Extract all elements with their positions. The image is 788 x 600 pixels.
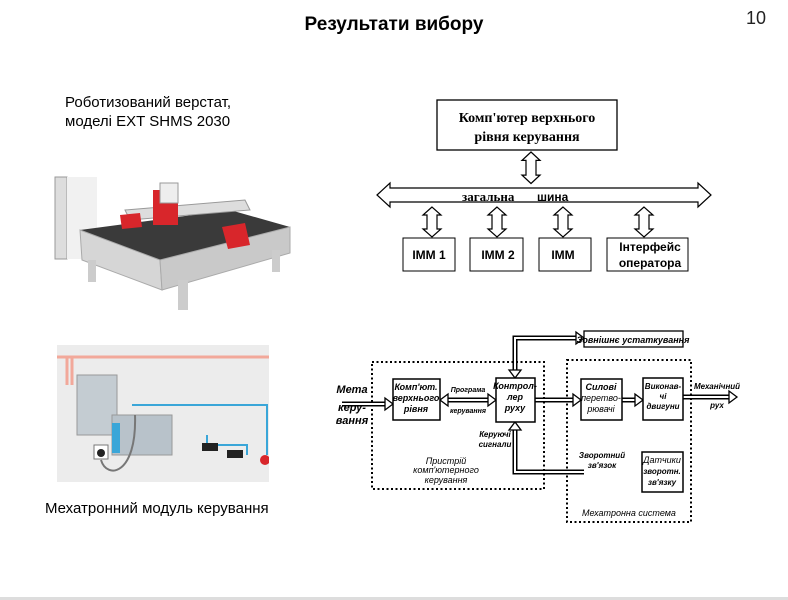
motion-controller-label: Контрол- [493, 381, 537, 391]
bus-label: загальна [462, 189, 515, 204]
actuator-motors-label: двигуни [646, 402, 679, 411]
feedback-sensors-label: Датчики [642, 455, 681, 465]
feedback-sensors-box [641, 451, 684, 493]
external-equipment-label: Зовнішнє устаткування [577, 335, 691, 345]
upper-level-computer-label: Комп'ют. [394, 382, 437, 392]
goal-label: Мета [336, 384, 367, 396]
power-converters-label: Силові [586, 382, 617, 392]
imm2-box [469, 237, 524, 272]
upper-computer-label: рівня керування [474, 130, 580, 145]
bus-label: шина [537, 190, 569, 204]
operator-interface-box [606, 237, 689, 272]
device-label: керування [425, 475, 468, 485]
upper-computer-box [436, 99, 618, 151]
machine-caption: Роботизований верстат, моделі EXT SHMS 2… [65, 93, 231, 131]
feedback-label: Зворотний [579, 451, 625, 460]
motion-controller-label: лер [506, 392, 523, 402]
device-label: Пристрій [426, 456, 466, 466]
upper-level-computer-box [392, 378, 441, 421]
imm2-label: IMM 2 [481, 248, 515, 262]
motion-controller-box [495, 377, 536, 423]
imm-box [538, 237, 592, 272]
machine-caption-line: моделі EXT SHMS 2030 [65, 113, 231, 130]
actuator-motors-box [642, 377, 684, 421]
external-equipment-box [583, 330, 684, 348]
mechatronic-system-frame [566, 359, 692, 523]
device-label: комп'ютерного [413, 465, 479, 475]
goal-label: вання [336, 415, 369, 427]
computer-control-device-frame [371, 361, 545, 490]
mechanical-motion-label: Механічний [694, 382, 740, 391]
mechatronic-module-image [57, 345, 269, 482]
imm1-label: IMM 1 [412, 248, 446, 262]
power-converters-box [580, 378, 623, 421]
operator-interface-label: Інтерфейс [619, 240, 681, 254]
module-caption: Мехатронний модуль керування [45, 500, 269, 517]
imm1-box [402, 237, 456, 272]
power-converters-label: перетво- [581, 393, 621, 403]
upper-level-computer-label: рівня [403, 404, 429, 414]
mechanical-motion-label: рух [709, 401, 724, 410]
control-signals-label: Керуючі [479, 430, 511, 439]
upper-computer-label: Комп'ютер верхнього [459, 111, 596, 126]
common-bus-arrow [376, 181, 712, 209]
bottom-diagram: Зовнішнє устаткування Мета керу- вання К… [336, 330, 740, 523]
cnc-machine-image [54, 176, 291, 310]
upper-level-computer-label: верхнього [393, 393, 440, 403]
imm-label: IMM [551, 248, 574, 262]
operator-interface-label: оператора [619, 256, 682, 270]
actuator-motors-label: чі [660, 392, 668, 401]
feedback-sensors-label: зв'язку [648, 478, 677, 487]
feedback-label: зв'язок [588, 461, 617, 470]
feedback-sensors-label: зворотн. [643, 467, 681, 476]
page-number: 10 [745, 8, 766, 28]
actuator-motors-label: Виконав- [645, 382, 682, 391]
mechatronic-system-label: Мехатронна система [582, 508, 676, 518]
program-label: Програма [451, 387, 486, 394]
goal-label: керу- [338, 402, 366, 414]
slide-title: Результати вибору [304, 14, 484, 35]
top-diagram: Комп'ютер верхнього рівня керування зага… [376, 99, 712, 272]
motion-controller-label: руху [504, 403, 526, 413]
slide-bottom-border [0, 597, 788, 600]
program-label: керування [450, 408, 486, 415]
control-signals-label: сигнали [479, 440, 512, 449]
machine-caption-line: Роботизований верстат, [65, 94, 232, 111]
power-converters-label: рювачі [586, 404, 615, 414]
